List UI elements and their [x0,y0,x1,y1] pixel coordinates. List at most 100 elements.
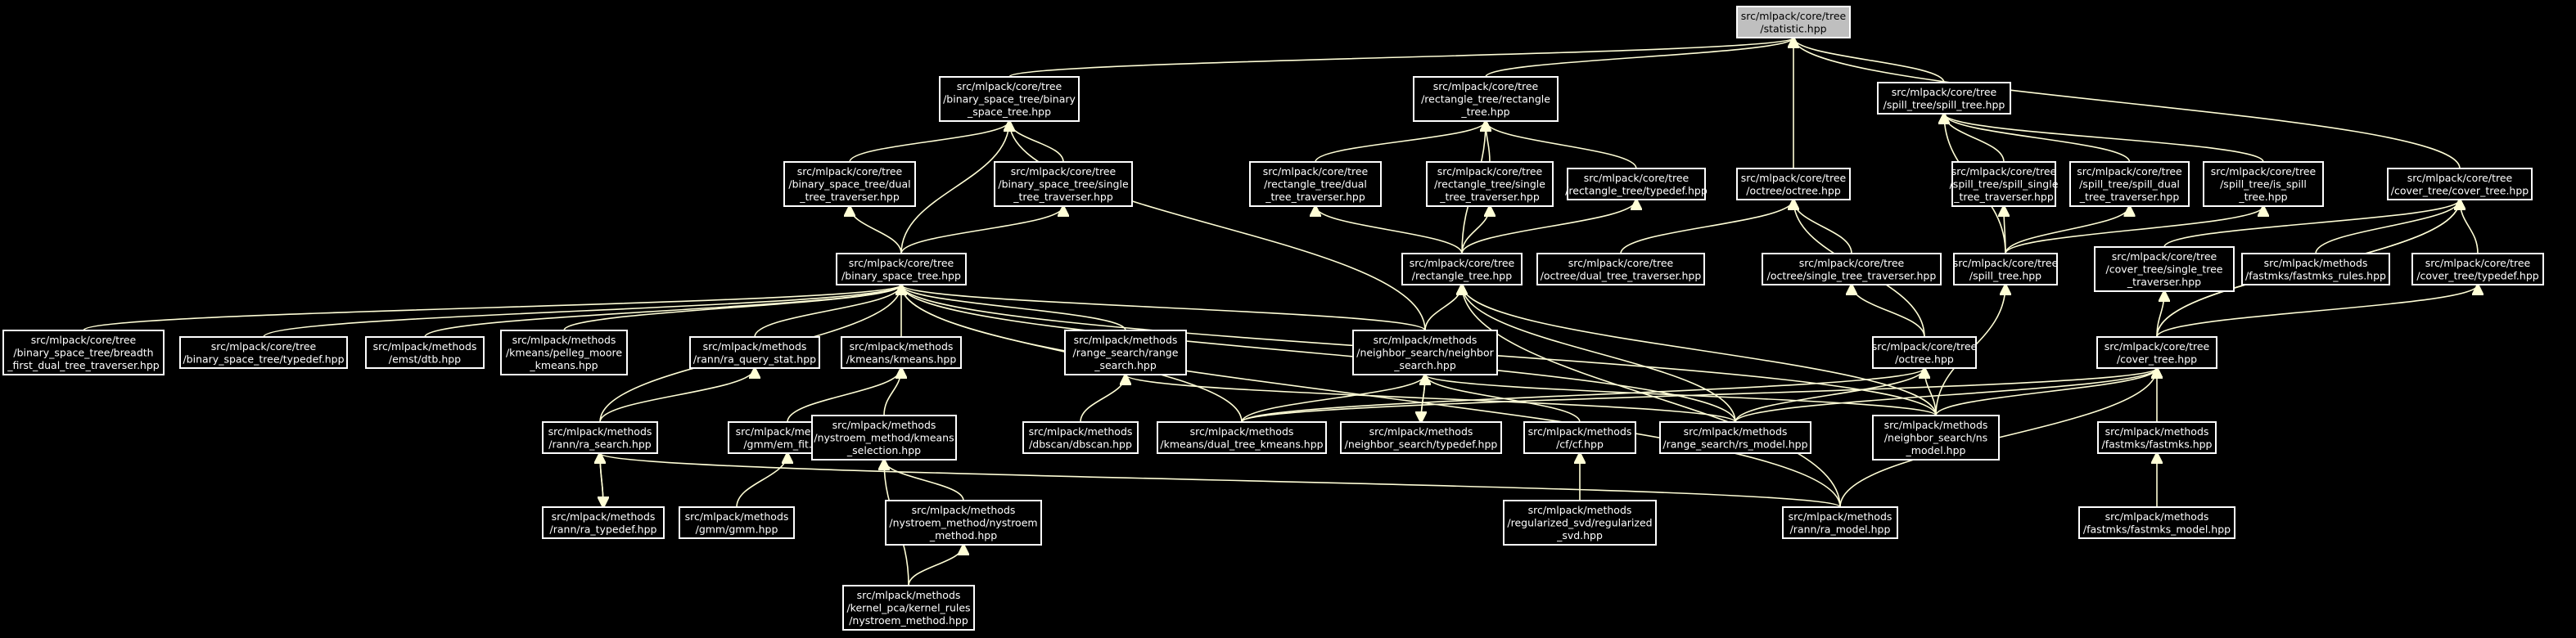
node-box[interactable] [2411,253,2544,285]
node-box[interactable] [542,421,658,454]
node-octree-hpp[interactable]: src/mlpack/core/tree/octree.hpp [1872,336,1978,369]
node-spill-dual[interactable]: src/mlpack/core/tree/spill_tree/spill_du… [2069,161,2190,207]
node-box[interactable] [1736,6,1851,38]
node-box[interactable] [2069,161,2190,207]
node-box[interactable] [1536,253,1705,285]
node-cover-cover[interactable]: src/mlpack/core/tree/cover_tree/cover_tr… [2387,168,2533,200]
node-box[interactable] [2203,161,2324,207]
node-box[interactable] [179,336,348,369]
node-dbscan[interactable]: src/mlpack/methods/dbscan/dbscan.hpp [1022,421,1139,454]
node-box[interactable] [1872,415,2000,461]
node-label-line: /binary_space_tree/breadth [13,347,153,359]
node-box[interactable] [1352,330,1498,375]
node-box[interactable] [842,585,975,631]
node-box[interactable] [1064,330,1187,375]
node-gmm[interactable]: src/mlpack/methods/gmm/gmm.hpp [679,506,795,539]
node-statistic[interactable]: src/mlpack/core/tree/statistic.hpp [1736,6,1851,38]
node-box[interactable] [1782,506,1898,539]
node-cf[interactable]: src/mlpack/methods/cf/cf.hpp [1523,421,1636,454]
node-rect-dual[interactable]: src/mlpack/core/tree/rectangle_tree/dual… [1249,161,1382,207]
node-bst-dual[interactable]: src/mlpack/core/tree/binary_space_tree/d… [783,161,916,207]
node-oct-dual[interactable]: src/mlpack/core/tree/octree/dual_tree_tr… [1536,253,1705,285]
node-box[interactable] [2387,168,2533,200]
node-spill-is[interactable]: src/mlpack/core/tree/spill_tree/is_spill… [2203,161,2324,207]
node-box[interactable] [1951,161,2056,207]
node-box[interactable] [365,336,485,369]
node-dual-tree-kmeans[interactable]: src/mlpack/methods/kmeans/dual_tree_kmea… [1157,421,1327,454]
node-box[interactable] [1157,421,1327,454]
node-range-search[interactable]: src/mlpack/methods/range_search/range_se… [1064,330,1187,375]
node-box[interactable] [1762,253,1942,285]
node-cover-hpp[interactable]: src/mlpack/core/tree/cover_tree.hpp [2096,336,2217,369]
node-box[interactable] [1340,421,1502,454]
node-nystroem-kmeans[interactable]: src/mlpack/methods/nystroem_method/kmean… [811,415,957,461]
node-octree-octree[interactable]: src/mlpack/core/tree/octree/octree.hpp [1736,168,1851,200]
node-ra-search[interactable]: src/mlpack/methods/rann/ra_search.hpp [542,421,658,454]
node-box[interactable] [1736,168,1851,200]
node-label-line: _svd.hpp [1556,529,1603,541]
node-emst-dtb[interactable]: src/mlpack/methods/emst/dtb.hpp [365,336,485,369]
node-bst-single[interactable]: src/mlpack/core/tree/binary_space_tree/s… [994,161,1133,207]
node-rect-rect[interactable]: src/mlpack/core/tree/rectangle_tree/rect… [1413,76,1559,122]
node-box[interactable] [994,161,1133,207]
node-box[interactable] [836,253,967,285]
node-cover-single[interactable]: src/mlpack/core/tree/cover_tree/single_t… [2094,246,2235,292]
node-bst-hpp[interactable]: src/mlpack/core/tree/binary_space_tree.h… [836,253,967,285]
edge-bst_single-to-bst_binary [1009,121,1064,163]
node-box[interactable] [1249,161,1382,207]
node-ns-typedef[interactable]: src/mlpack/methods/neighbor_search/typed… [1340,421,1502,454]
node-box[interactable] [783,161,916,207]
node-oct-single[interactable]: src/mlpack/core/tree/octree/single_tree_… [1762,253,1942,285]
node-rect-hpp[interactable]: src/mlpack/core/tree/rectangle_tree.hpp [1401,253,1523,285]
node-box[interactable] [500,330,628,375]
node-fastmks[interactable]: src/mlpack/methods/fastmks/fastmks.hpp [2097,421,2217,454]
node-nystroem-method[interactable]: src/mlpack/methods/nystroem_method/nystr… [885,500,1042,546]
node-box[interactable] [1877,82,2011,115]
node-bst-typedef[interactable]: src/mlpack/core/tree/binary_space_tree/t… [179,336,348,369]
node-box[interactable] [1953,253,2058,285]
node-box[interactable] [1426,161,1554,207]
node-ra-model[interactable]: src/mlpack/methods/rann/ra_model.hpp [1782,506,1898,539]
node-bst-binary[interactable]: src/mlpack/core/tree/binary_space_tree/b… [939,76,1080,122]
node-box[interactable] [2094,246,2235,292]
node-box[interactable] [689,336,820,369]
node-box[interactable] [2078,506,2235,539]
node-kernel-rules[interactable]: src/mlpack/methods/kernel_pca/kernel_rul… [842,585,975,631]
node-box[interactable] [1659,421,1811,454]
node-rs-model[interactable]: src/mlpack/methods/range_search/rs_model… [1659,421,1811,454]
node-ns-model[interactable]: src/mlpack/methods/neighbor_search/ns_mo… [1872,415,2000,461]
node-box[interactable] [2,330,165,375]
node-box[interactable] [2241,253,2390,285]
node-box[interactable] [2096,336,2217,369]
node-bst-breadth[interactable]: src/mlpack/core/tree/binary_space_tree/b… [2,330,165,375]
node-box[interactable] [811,415,957,461]
node-box[interactable] [542,506,665,539]
node-fastmks-rules[interactable]: src/mlpack/methods/fastmks/fastmks_rules… [2241,253,2390,285]
node-box[interactable] [1872,336,1977,369]
node-ns-ns[interactable]: src/mlpack/methods/neighbor_search/neigh… [1352,330,1498,375]
node-box[interactable] [1401,253,1523,285]
node-spill-spill[interactable]: src/mlpack/core/tree/spill_tree/spill_tr… [1877,82,2011,115]
node-rect-typedef[interactable]: src/mlpack/core/tree/rectangle_tree/type… [1565,168,1708,200]
node-label-line: _tree.hpp [1460,106,1509,118]
node-box[interactable] [1413,76,1559,122]
node-ra-query-stat[interactable]: src/mlpack/methods/rann/ra_query_stat.hp… [689,336,820,369]
node-cover-typedef[interactable]: src/mlpack/core/tree/cover_tree/typedef.… [2411,253,2544,285]
node-box[interactable] [1503,500,1657,546]
node-pelleg[interactable]: src/mlpack/methods/kmeans/pelleg_moore_k… [500,330,628,375]
node-box[interactable] [1523,421,1636,454]
node-box[interactable] [2097,421,2217,454]
node-fastmks-model[interactable]: src/mlpack/methods/fastmks/fastmks_model… [2078,506,2235,539]
node-box[interactable] [841,336,962,369]
node-spill-hpp[interactable]: src/mlpack/core/tree/spill_tree.hpp [1953,253,2059,285]
node-box[interactable] [885,500,1042,546]
node-kmeans-kmeans[interactable]: src/mlpack/methods/kmeans/kmeans.hpp [841,336,962,369]
node-box[interactable] [1567,168,1706,200]
node-box[interactable] [1022,421,1139,454]
node-box[interactable] [939,76,1080,122]
node-reg-svd[interactable]: src/mlpack/methods/regularized_svd/regul… [1503,500,1657,546]
node-box[interactable] [679,506,795,539]
node-rect-single[interactable]: src/mlpack/core/tree/rectangle_tree/sing… [1426,161,1554,207]
node-ra-typedef[interactable]: src/mlpack/methods/rann/ra_typedef.hpp [542,506,665,539]
node-spill-single[interactable]: src/mlpack/core/tree/spill_tree/spill_si… [1950,161,2059,207]
